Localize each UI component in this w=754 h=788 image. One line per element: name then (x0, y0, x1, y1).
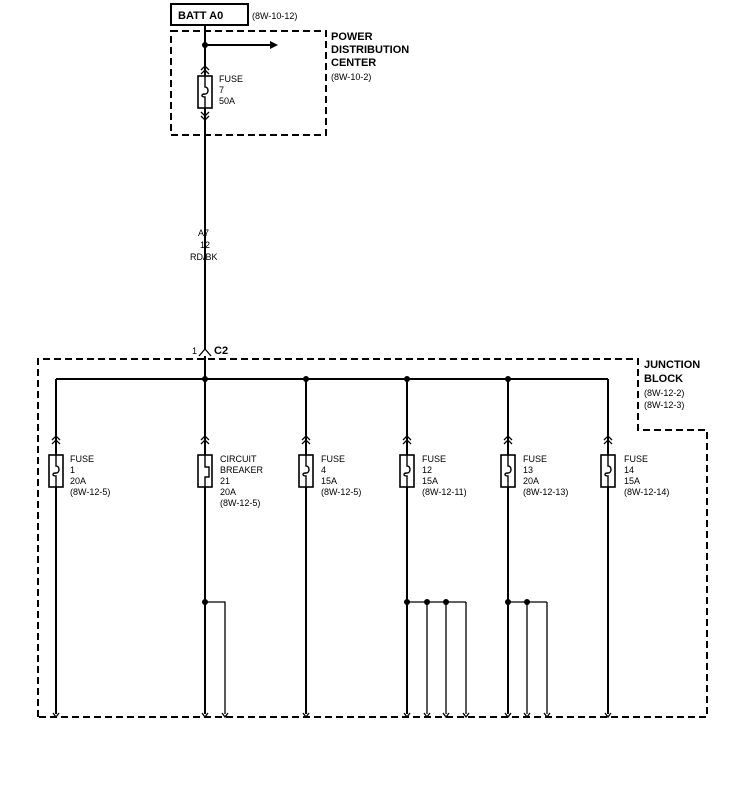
pdc-fuse-symbol (197, 75, 213, 109)
pdc-title-line3: CENTER (331, 57, 376, 69)
pdc-outline (170, 30, 327, 136)
junction-title-line2: BLOCK (644, 373, 683, 385)
fuse-1-type: FUSE (70, 454, 94, 464)
branch-fuse-13: FUSE 13 20A (8W-12-13) (500, 379, 568, 718)
pdc-feed-arrow (270, 41, 278, 49)
fuse-14-type: FUSE (624, 454, 648, 464)
wire-color: RD/BK (190, 252, 218, 262)
fuse-13-rating: 20A (523, 476, 539, 486)
junction-title-line1: JUNCTION (644, 359, 700, 371)
fuse-13-number: 13 (523, 465, 533, 475)
circuit-breaker-21-ref: (8W-12-5) (220, 498, 260, 508)
fuse-13-symbol (500, 454, 516, 488)
fuse-4-rating: 15A (321, 476, 337, 486)
fuse-4-number: 4 (321, 465, 326, 475)
connector-name: C2 (214, 345, 228, 357)
branch-fuse-1: FUSE 1 20A (8W-12-5) (48, 379, 110, 718)
circuit-breaker-21-rating: 20A (220, 487, 236, 497)
junction-ref2: (8W-12-3) (644, 400, 684, 410)
fuse-12-type: FUSE (422, 454, 446, 464)
branch-fuse-4: FUSE 4 15A (8W-12-5) (298, 379, 361, 718)
circuit-breaker-21-line2: BREAKER (220, 465, 264, 475)
branch-circuit-breaker-21: CIRCUIT BREAKER 21 20A (8W-12-5) (197, 379, 264, 718)
fuse-14-rating: 15A (624, 476, 640, 486)
pdc-fuse-type: FUSE (219, 74, 243, 84)
fuse-12-ref: (8W-12-11) (422, 487, 467, 497)
branch-fuse-14: FUSE 14 15A (8W-12-14) (600, 379, 669, 718)
fuse-14-symbol (600, 454, 616, 488)
pdc-title-line1: POWER (331, 31, 373, 43)
pdc-fuse-number: 7 (219, 85, 224, 95)
batt-box (170, 3, 249, 26)
batt-ref: (8W-10-12) (252, 11, 297, 21)
wire-gauge: 12 (200, 240, 210, 250)
fuse-12-number: 12 (422, 465, 432, 475)
fuse-12-rating: 15A (422, 476, 438, 486)
fuse-14-number: 14 (624, 465, 634, 475)
fuse-1-rating: 20A (70, 476, 86, 486)
fuse-4-ref: (8W-12-5) (321, 487, 361, 497)
wire-circuit: A7 (198, 228, 209, 238)
fuse-1-number: 1 (70, 465, 75, 475)
connector-pin: 1 (192, 346, 197, 356)
pdc-ref: (8W-10-2) (331, 72, 371, 82)
fuse-1-symbol (48, 454, 64, 488)
batt-label: BATT A0 (178, 10, 223, 22)
fuse-13-ref: (8W-12-13) (523, 487, 568, 497)
fuse-13-type: FUSE (523, 454, 547, 464)
pdc-title-line2: DISTRIBUTION (331, 44, 409, 56)
fuse-4-type: FUSE (321, 454, 345, 464)
branch-fuse-12: FUSE 12 15A (8W-12-11) (399, 379, 470, 718)
pdc-fuse-rating: 50A (219, 96, 235, 106)
connector-c2-symbol (198, 348, 212, 357)
circuit-breaker-21-line1: CIRCUIT (220, 454, 257, 464)
circuit-breaker-21-symbol (197, 454, 213, 488)
circuit-breaker-21-number: 21 (220, 476, 230, 486)
fuse-4-symbol (298, 454, 314, 488)
junction-block-outline (37, 358, 708, 718)
fuse-12-symbol (399, 454, 415, 488)
fuse-14-ref: (8W-12-14) (624, 487, 669, 497)
junction-ref1: (8W-12-2) (644, 388, 684, 398)
fuse-1-ref: (8W-12-5) (70, 487, 110, 497)
